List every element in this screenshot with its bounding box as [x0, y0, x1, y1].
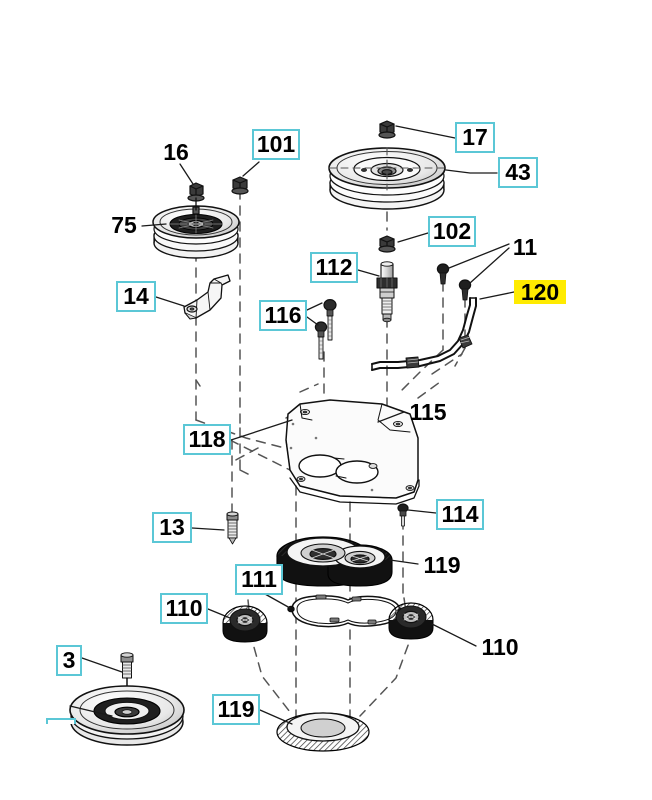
callout-13-c13[interactable]: 13 [152, 512, 192, 543]
callout-17-c17[interactable]: 17 [455, 122, 495, 153]
callout-119-c119top[interactable]: 119 [423, 551, 461, 578]
callout-110-c110left[interactable]: 110 [160, 593, 208, 624]
callout-102-c102[interactable]: 102 [428, 216, 476, 247]
callout-119-c119bot[interactable]: 119 [212, 694, 260, 725]
callout-110-c110right[interactable]: 110 [481, 633, 519, 660]
callout-11-c11[interactable]: 11 [512, 233, 538, 260]
callout-43-c43[interactable]: 43 [498, 157, 538, 188]
callout-16-c16[interactable]: 16 [163, 138, 189, 165]
callout-115-c115[interactable]: 115 [409, 398, 447, 425]
callout-120-c120[interactable]: 120 [514, 280, 566, 304]
callout-112-c112[interactable]: 112 [310, 252, 358, 283]
callout-3-c3[interactable]: 3 [56, 645, 82, 676]
callout-75-c75[interactable]: 75 [111, 211, 137, 238]
callout-114-c114[interactable]: 114 [436, 499, 484, 530]
callout-101-c101[interactable]: 101 [252, 129, 300, 160]
callout-116-c116[interactable]: 116 [259, 300, 307, 331]
callout-14-c14[interactable]: 14 [116, 281, 156, 312]
callout-clipped-partial [46, 718, 76, 724]
callout-111-c111[interactable]: 111 [235, 564, 283, 595]
callout-118-c118[interactable]: 118 [183, 424, 231, 455]
